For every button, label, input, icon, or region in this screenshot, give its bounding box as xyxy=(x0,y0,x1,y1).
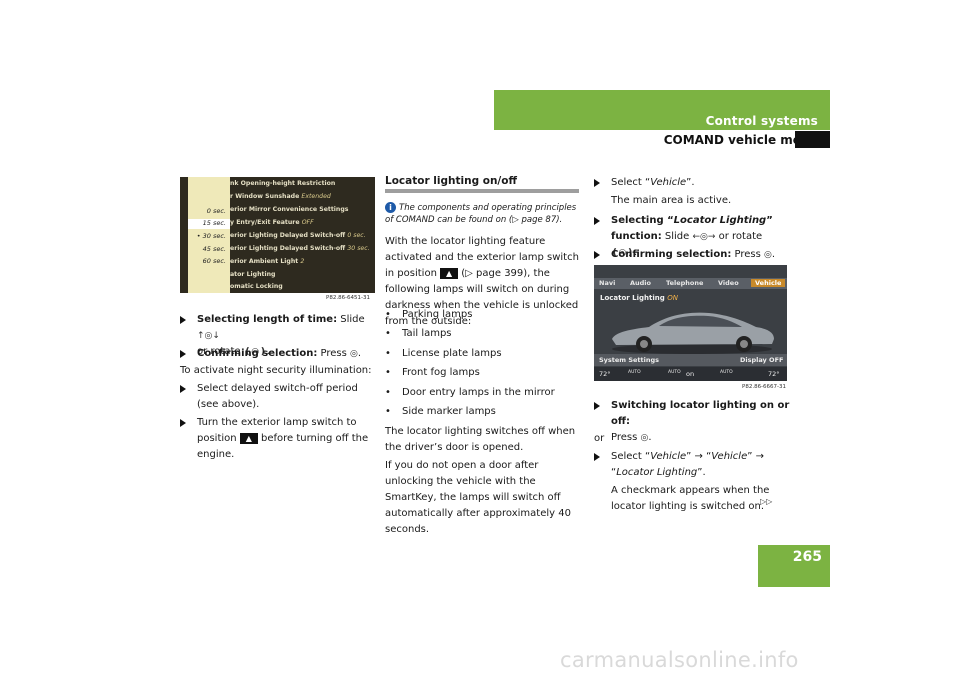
menu-row: nk Opening-height Restriction xyxy=(230,180,336,187)
menu-row: erior Lighting Delayed Switch-off 30 sec… xyxy=(230,245,370,252)
list-item: •Side marker lamps xyxy=(385,406,496,417)
step-turn-switch: Turn the exterior lamp switch to positio… xyxy=(180,415,375,463)
tab-video: Video xyxy=(718,279,739,287)
option-60: 60 sec. xyxy=(202,257,226,265)
locator-lighting-status: Locator Lighting ON xyxy=(600,294,678,302)
switch-position-icon: ▲ xyxy=(239,432,258,444)
step-arrow-icon xyxy=(180,419,186,427)
auto-right: AUTO xyxy=(720,370,733,375)
step-arrow-icon xyxy=(594,251,600,259)
menu-row: erior Lighting Delayed Switch-off 0 sec. xyxy=(230,232,366,239)
step-arrow-icon xyxy=(594,402,600,410)
list-item: •Tail lamps xyxy=(385,328,452,339)
step-arrow-icon xyxy=(180,350,186,358)
step-arrow-icon xyxy=(594,217,600,225)
watermark: carmanualsonline.info xyxy=(560,648,799,672)
display-off-label: Display OFF xyxy=(740,356,784,364)
menu-bar xyxy=(594,278,787,289)
figure-caption: P82.86-6667-31 xyxy=(742,384,787,390)
auto-left: AUTO xyxy=(628,370,641,375)
list-item: •Parking lamps xyxy=(385,309,473,320)
menu-row: erior Ambient Light 2 xyxy=(230,258,305,265)
paragraph: With the locator lighting feature activa… xyxy=(385,236,579,327)
temp-left: 72° xyxy=(599,370,611,378)
section-heading: Locator lighting on/off xyxy=(385,175,517,187)
list-item: •Front fog lamps xyxy=(385,367,480,378)
step-arrow-icon xyxy=(180,385,186,393)
header-band xyxy=(494,90,830,130)
menu-row: r Window Sunshade Extended xyxy=(230,193,331,200)
step-confirm: Confirming selection: Press ◎. xyxy=(180,346,375,362)
step-arrow-icon xyxy=(594,179,600,187)
header-marker xyxy=(795,131,830,148)
menu-row: erior Mirror Convenience Settings xyxy=(230,206,349,213)
system-settings-label: System Settings xyxy=(599,356,660,364)
tab-vehicle: Vehicle xyxy=(751,279,786,287)
step-arrow-icon xyxy=(180,316,186,324)
step-note: The main area is active. xyxy=(611,195,732,206)
tab-navi: Navi xyxy=(599,279,616,287)
heading-rule xyxy=(385,189,579,193)
car-icon xyxy=(612,312,774,354)
status-bar xyxy=(594,354,787,366)
tab-telephone: Telephone xyxy=(666,279,704,287)
page-number: 265 xyxy=(792,549,822,565)
section-title: Control systems xyxy=(705,114,818,128)
paragraph: If you do not open a door after unlockin… xyxy=(385,460,571,535)
comand-display-screenshot: Navi Audio Telephone Video Vehicle Locat… xyxy=(594,265,787,381)
step-arrow-icon xyxy=(594,453,600,461)
list-item: •License plate lamps xyxy=(385,348,502,359)
option-45: 45 sec. xyxy=(202,245,226,253)
menu-row: ator Lighting xyxy=(230,271,276,278)
menu-row: y Entry/Exit Feature OFF xyxy=(230,219,314,226)
climate-bar: 72° AUTO AUTO on AUTO 72° xyxy=(594,367,787,381)
subsection-title: COMAND vehicle menu xyxy=(663,133,818,147)
step-select-vehicle: Select “Vehicle”. xyxy=(594,175,790,191)
tab-audio: Audio xyxy=(630,279,652,287)
info-icon: i xyxy=(385,202,396,213)
paragraph: The locator lighting switches off when t… xyxy=(385,426,576,453)
temp-right: 72° xyxy=(768,370,780,378)
menu-row: omatic Locking xyxy=(230,283,283,290)
step-confirm-selection: Confirming selection: Press ◎. xyxy=(594,247,790,263)
option-0: 0 sec. xyxy=(206,207,226,215)
step-select-delay: Select delayed switch-off period (see ab… xyxy=(180,381,362,413)
list-item: •Door entry lamps in the mirror xyxy=(385,387,555,398)
step-select-length: Selecting length of time: Slide ↑◎↓or ro… xyxy=(180,312,375,360)
settings-menu-screenshot: nk Opening-height Restriction r Window S… xyxy=(180,177,375,293)
option-30-selected: • 30 sec. xyxy=(196,232,226,240)
step-select-function: Selecting “Locator Lighting” function: S… xyxy=(594,213,790,261)
page-number-box xyxy=(758,545,830,587)
switch-position-icon: ▲ xyxy=(440,267,459,279)
auto-center: AUTO xyxy=(668,370,681,375)
figure-caption: P82.86-6451-31 xyxy=(326,295,371,301)
option-15: 15 sec. xyxy=(188,219,230,229)
paragraph: To activate night security illumination: xyxy=(180,365,372,376)
or-text: or xyxy=(594,433,605,444)
options-panel xyxy=(188,177,230,293)
ac-on: on xyxy=(686,370,695,378)
step-switch-locator: Switching locator lighting on or off:Pre… xyxy=(594,398,790,446)
step-select-path: Select “Vehicle” → “Vehicle” → “Locator … xyxy=(594,449,790,481)
continued-icon: ▷▷ xyxy=(760,497,773,506)
step-note: A checkmark appears when the locator lig… xyxy=(611,485,770,512)
